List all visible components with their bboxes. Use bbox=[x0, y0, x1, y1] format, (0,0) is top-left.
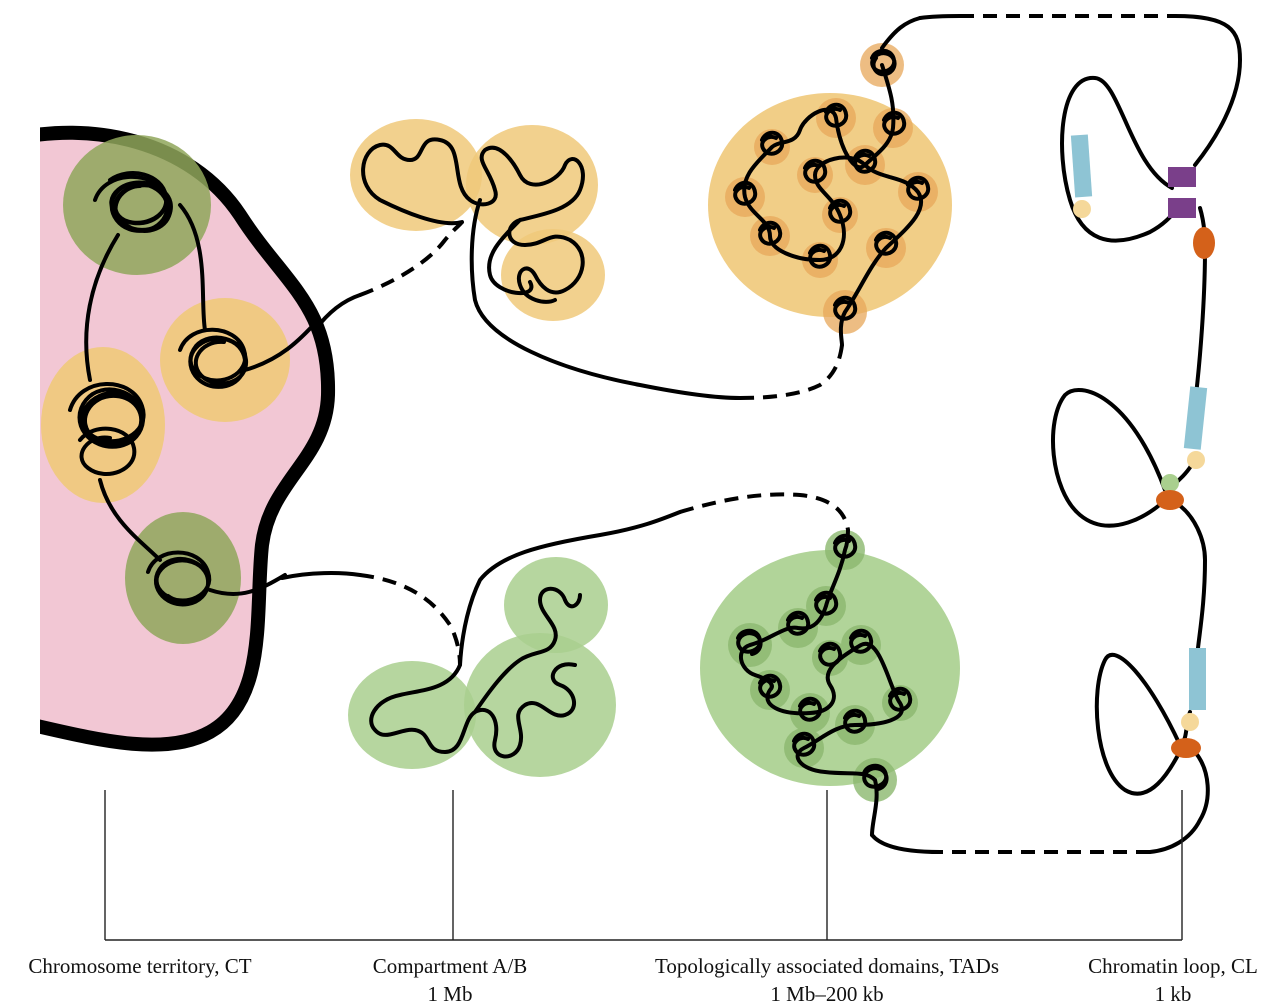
label-chromosome-territory: Chromosome territory, CT bbox=[10, 952, 270, 980]
chromosome-territory bbox=[10, 133, 328, 745]
label-tad-line1: Topologically associated domains, TADs bbox=[612, 952, 1042, 980]
compartment-b-domain-1 bbox=[348, 661, 476, 769]
ctcf-3 bbox=[1171, 738, 1201, 758]
cohesin-bottom bbox=[1168, 198, 1196, 218]
cohesin-top bbox=[1168, 167, 1196, 187]
label-ab-line1: Compartment A/B bbox=[330, 952, 570, 980]
label-ct-line1: Chromosome territory, CT bbox=[10, 952, 270, 980]
enhancer-green bbox=[1161, 474, 1179, 492]
ctcf-2 bbox=[1156, 490, 1184, 510]
territory-domain-green-top bbox=[63, 135, 211, 275]
label-chromatin-loop: Chromatin loop, CL 1 kb bbox=[1068, 952, 1278, 1008]
label-cl-line1: Chromatin loop, CL bbox=[1068, 952, 1278, 980]
tad-b bbox=[700, 530, 960, 835]
scale-bracket bbox=[105, 790, 1182, 940]
label-compartment: Compartment A/B 1 Mb bbox=[330, 952, 570, 1008]
territory-domain-green-bottom bbox=[125, 512, 241, 644]
promoter-2 bbox=[1187, 451, 1205, 469]
gene-3 bbox=[1189, 648, 1206, 710]
label-ab-line2: 1 Mb bbox=[330, 980, 570, 1008]
ctcf-1 bbox=[1193, 227, 1215, 259]
label-tad-line2: 1 Mb–200 kb bbox=[612, 980, 1042, 1008]
promoter-1 bbox=[1073, 200, 1091, 218]
gene-1 bbox=[1071, 134, 1092, 197]
territory-domain-yellow-left bbox=[41, 347, 165, 503]
tad-a bbox=[708, 18, 952, 345]
label-cl-line2: 1 kb bbox=[1068, 980, 1278, 1008]
label-tads: Topologically associated domains, TADs 1… bbox=[612, 952, 1042, 1008]
gene-2 bbox=[1184, 386, 1207, 449]
promoter-3 bbox=[1181, 713, 1199, 731]
